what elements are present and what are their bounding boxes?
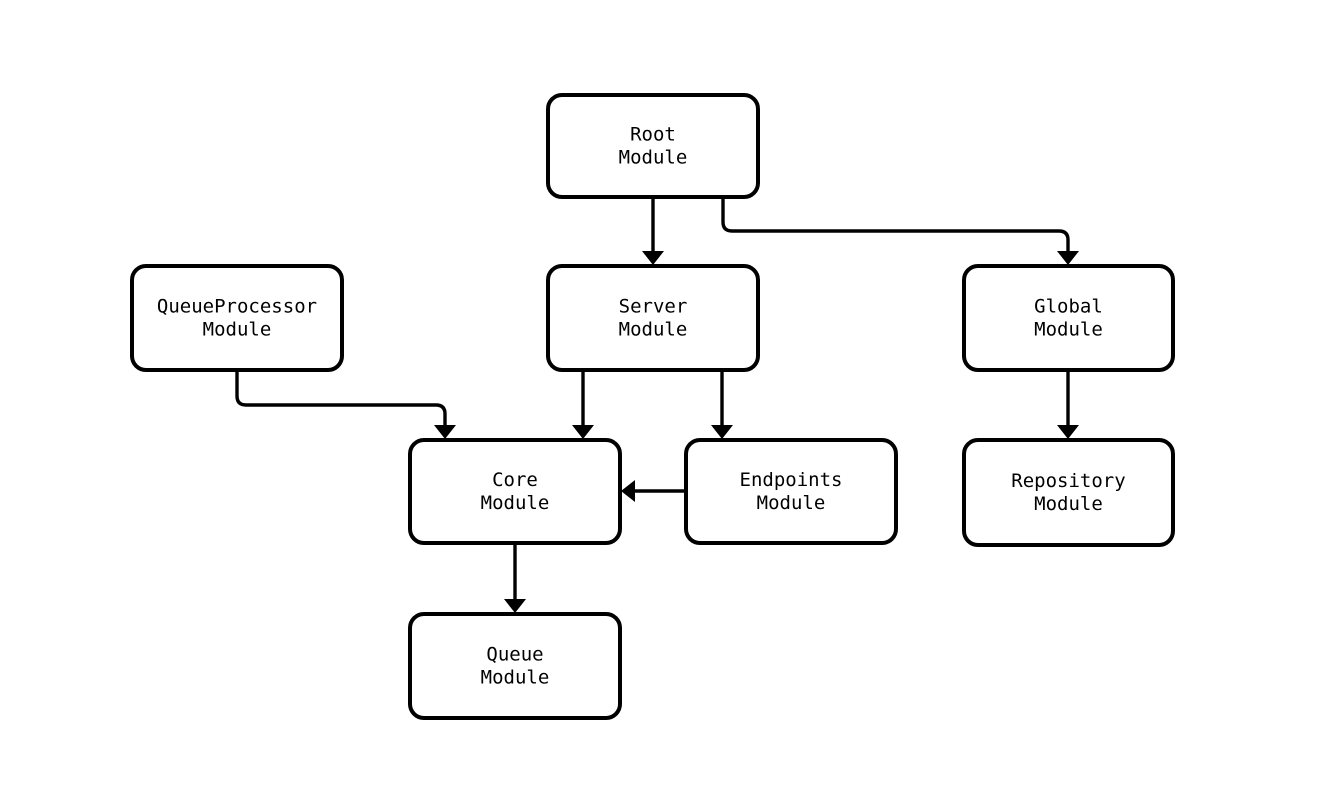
queueprocessor-module-box[interactable] (130, 264, 344, 372)
endpoints-module-box[interactable] (684, 438, 898, 545)
edge-root-to-global (721, 197, 1079, 265)
nodes-layer: RootModuleQueueProcessorModuleServerModu… (130, 93, 1175, 720)
server-module-label-line2: Module (619, 319, 688, 341)
edge-root-to-global-line (721, 197, 1070, 253)
edge-root-to-server-arrowhead (642, 251, 664, 265)
edge-root-to-global-arrowhead (1057, 251, 1079, 265)
edge-server-to-core-arrowhead (572, 425, 594, 439)
queue-module-label-line1: Queue (486, 644, 543, 666)
endpoints-module-label-line1: Endpoints (740, 469, 843, 491)
queue-module-label-line2: Module (481, 667, 550, 689)
repository-module-label-line1: Repository (1011, 470, 1125, 492)
server-module-label-line1: Server (619, 296, 688, 318)
edge-core-to-queue (504, 543, 526, 613)
edges-layer (235, 197, 1079, 613)
edge-queueprocessor-to-core-arrowhead (434, 425, 456, 439)
global-module-box[interactable] (962, 264, 1175, 372)
global-module-label-line2: Module (1034, 319, 1103, 341)
repository-module-box[interactable] (962, 438, 1175, 547)
queue-module-box[interactable] (408, 612, 622, 720)
root-module-label-line2: Module (619, 147, 688, 169)
edge-endpoints-to-core-arrowhead (621, 480, 635, 502)
root-module-box[interactable] (546, 93, 760, 199)
edge-global-to-repository (1057, 370, 1079, 439)
root-module-label-line1: Root (630, 124, 676, 146)
edge-queueprocessor-to-core (235, 370, 456, 439)
edge-server-to-endpoints (711, 370, 733, 439)
edge-root-to-server (642, 197, 664, 265)
edge-queueprocessor-to-core-line (235, 370, 447, 427)
core-module-label-line1: Core (492, 469, 538, 491)
edge-core-to-queue-arrowhead (504, 599, 526, 613)
endpoints-module-label-line2: Module (757, 492, 826, 514)
global-module-label-line1: Global (1034, 296, 1103, 318)
core-module-box[interactable] (408, 438, 622, 545)
queueprocessor-module-label-line2: Module (203, 319, 272, 341)
queueprocessor-module-label-line1: QueueProcessor (157, 296, 317, 318)
edge-server-to-core (572, 370, 594, 439)
repository-module-label-line2: Module (1034, 493, 1103, 515)
edge-endpoints-to-core (621, 480, 686, 502)
edge-server-to-endpoints-arrowhead (711, 425, 733, 439)
core-module-label-line2: Module (481, 492, 550, 514)
edge-global-to-repository-arrowhead (1057, 425, 1079, 439)
server-module-box[interactable] (546, 264, 760, 372)
